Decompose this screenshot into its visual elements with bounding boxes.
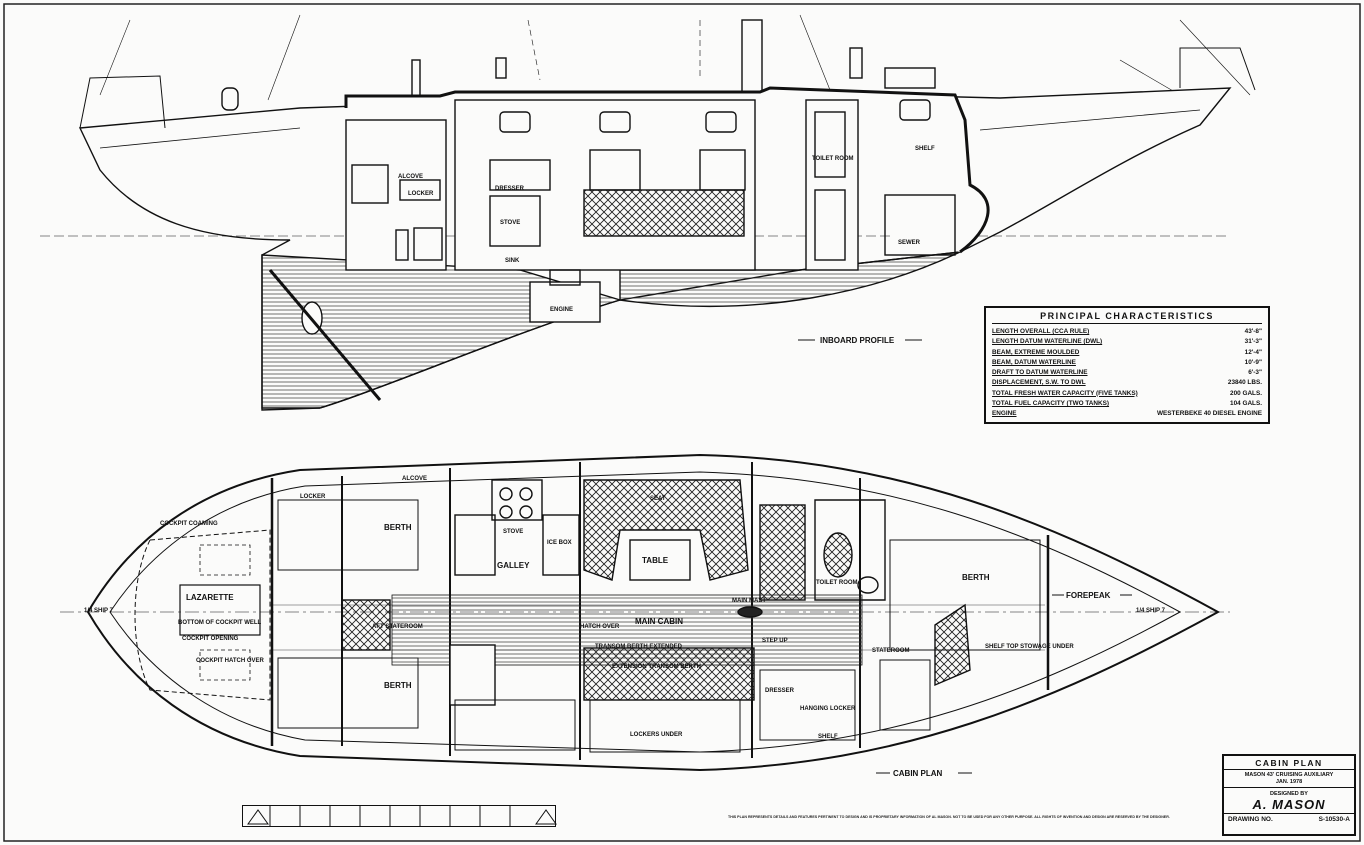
characteristics-row: TOTAL FRESH WATER CAPACITY (FIVE TANKS) 2… [992, 389, 1262, 399]
drawing-notes: THIS PLAN REPRESENTS DETAILS AND FEATURE… [728, 815, 1170, 819]
plan-label-bottom-cockpit-well: BOTTOM OF COCKPIT WELL [178, 620, 262, 626]
profile-label-engine: ENGINE [550, 307, 573, 313]
plan-label-transom-extended: TRANSOM BERTH EXTENDED [595, 644, 683, 650]
scale-bar-graphic [247, 806, 557, 826]
plan-label-berth-fwd: BERTH [962, 573, 990, 582]
profile-label-toilet-room: TOILET ROOM [812, 156, 854, 162]
row-label: BEAM, DATUM WATERLINE [992, 358, 1076, 366]
plan-label-shelf-top: SHELF TOP STOWAGE UNDER [985, 644, 1074, 650]
plan-label-table: TABLE [642, 556, 669, 565]
plan-label-berth-aft-port: BERTH [384, 523, 412, 532]
profile-label-dresser: DRESSER [495, 186, 525, 192]
title-block-subtitle: MASON 43' CRUISING AUXILIARY [1244, 772, 1334, 778]
plan-title: CABIN PLAN [893, 769, 943, 778]
plan-label-cockpit-opening: COCKPIT OPENING [182, 636, 239, 642]
plan-label-dresser: DRESSER [765, 688, 795, 694]
characteristics-row: BEAM, EXTREME MOULDED 12'-4" [992, 348, 1262, 358]
row-label: TOTAL FRESH WATER CAPACITY (FIVE TANKS) [992, 389, 1138, 397]
plan-label-berth-aft-stbd: BERTH [384, 681, 412, 690]
row-value: WESTERBEKE 40 DIESEL ENGINE [1157, 410, 1262, 418]
drawing-no-value: S-10530-A [1318, 816, 1350, 823]
row-label: LENGTH OVERALL (CCA RULE) [992, 328, 1090, 335]
row-value: 200 GALS. [1230, 389, 1262, 397]
plan-label-alcove-aft: ALCOVE [402, 476, 427, 482]
plan-label-lazarette: LAZARETTE [186, 593, 234, 602]
characteristics-row: ENGINE WESTERBEKE 40 DIESEL ENGINE [992, 409, 1262, 419]
plan-label-toilet-room: TOILET ROOM [816, 580, 858, 586]
drawing-no-label: DRAWING NO. [1228, 816, 1273, 823]
title-block: CABIN PLAN MASON 43' CRUISING AUXILIARY … [1222, 754, 1356, 836]
profile-label-shelf: SHELF [915, 146, 935, 152]
characteristics-row: TOTAL FUEL CAPACITY (TWO TANKS) 104 GALS. [992, 399, 1262, 409]
plan-label-main-mast: MAIN MAST [732, 598, 766, 604]
characteristics-row: LENGTH OVERALL (CCA RULE) 43'-8" [992, 327, 1262, 337]
title-block-date: JAN. 1978 [1275, 779, 1303, 785]
title-block-designer: A. MASON [1224, 797, 1354, 814]
title-block-designed-by: DESIGNED BY [1224, 787, 1354, 797]
principal-characteristics-table: PRINCIPAL CHARACTERISTICS LENGTH OVERALL… [984, 306, 1270, 424]
plan-scale-marker-fwd: 1/4 SHIP 7 [1136, 608, 1166, 614]
sheet-border [3, 3, 1361, 842]
plan-label-main-cabin: MAIN CABIN [635, 617, 683, 626]
row-label: ENGINE [992, 410, 1017, 418]
row-value: 104 GALS. [1230, 400, 1262, 408]
scale-bar [242, 805, 556, 827]
row-value: 31'-3" [1244, 338, 1262, 346]
plan-label-cockpit-hatch: COCKPIT HATCH OVER [196, 658, 265, 664]
row-label: DRAFT TO DATUM WATERLINE [992, 369, 1088, 377]
profile-title: INBOARD PROFILE [820, 336, 895, 345]
row-value: 43'-8" [1244, 328, 1262, 335]
row-label: BEAM, EXTREME MOULDED [992, 348, 1080, 356]
plan-label-shelf: SHELF [818, 734, 838, 740]
plan-label-hanging-locker: HANGING LOCKER [800, 706, 856, 712]
row-value: 6'-3" [1248, 369, 1262, 377]
plan-label-hatch-over: HATCH OVER [580, 624, 620, 630]
plan-label-extension-berth: EXTENSION TRANSOM BERTH [612, 664, 701, 670]
plan-scale-marker-aft: 1/4 SHIP 7 [84, 608, 114, 614]
title-block-drawing-number: DRAWING NO. S-10530-A [1224, 814, 1354, 825]
plan-label-cockpit-coaming: COCKPIT COAMING [160, 521, 218, 527]
profile-label-stove: STOVE [500, 220, 520, 226]
plan-labels: COCKPIT COAMING LAZARETTE BOTTOM OF COCK… [84, 476, 1166, 778]
cabin-plan [60, 453, 1230, 772]
plan-label-lockers-under: LOCKERS UNDER [630, 732, 683, 738]
row-value: 10'-9" [1244, 358, 1262, 366]
profile-labels: ALCOVE LOCKER DRESSER STOVE SINK ENGINE … [398, 146, 935, 345]
row-value: 23840 LBS. [1227, 379, 1262, 387]
plan-label-stateroom: STATEROOM [872, 648, 909, 654]
profile-label-locker: LOCKER [408, 191, 434, 197]
plan-label-forepeak: FOREPEAK [1066, 591, 1111, 600]
title-block-title: CABIN PLAN [1224, 756, 1354, 770]
profile-label-alcove: ALCOVE [398, 174, 423, 180]
row-label: LENGTH DATUM WATERLINE (DWL) [992, 338, 1103, 346]
profile-label-sewer: SEWER [898, 240, 921, 246]
plan-label-icebox: ICE BOX [547, 540, 572, 546]
characteristics-row: DISPLACEMENT, S.W. TO DWL 23840 LBS. [992, 378, 1262, 388]
row-label: DISPLACEMENT, S.W. TO DWL [992, 379, 1086, 387]
plan-label-stove: STOVE [503, 529, 523, 535]
plan-label-seat: SEAT [650, 496, 666, 502]
characteristics-row: BEAM, DATUM WATERLINE 10'-9" [992, 358, 1262, 368]
characteristics-row: LENGTH DATUM WATERLINE (DWL) 31'-3" [992, 337, 1262, 347]
profile-label-sink: SINK [505, 258, 520, 264]
plan-label-step-up: STEP UP [762, 638, 788, 644]
row-label: TOTAL FUEL CAPACITY (TWO TANKS) [992, 400, 1110, 408]
row-value: 12'-4" [1244, 348, 1262, 356]
characteristics-row: DRAFT TO DATUM WATERLINE 6'-3" [992, 368, 1262, 378]
characteristics-title: PRINCIPAL CHARACTERISTICS [992, 311, 1262, 324]
plan-label-galley: GALLEY [497, 561, 530, 570]
plan-label-aft-stateroom: AFT STATEROOM [372, 624, 423, 630]
plan-label-locker-aft-port: LOCKER [300, 494, 326, 500]
inboard-profile [40, 14, 1256, 411]
